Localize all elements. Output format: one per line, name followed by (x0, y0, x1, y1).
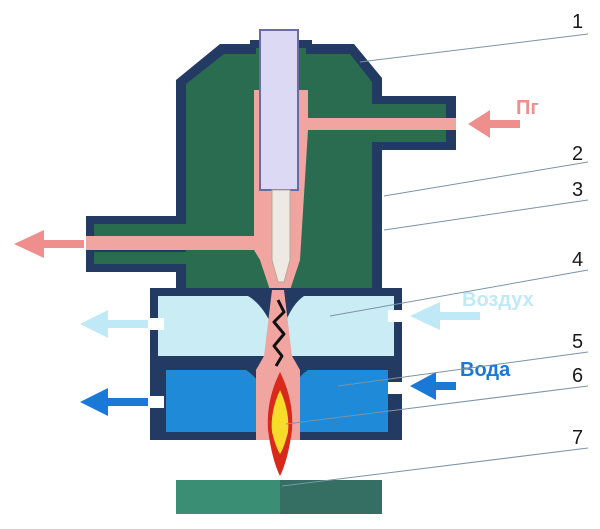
water-outlet-arrow (80, 388, 148, 416)
leader-4 (329, 269, 589, 317)
torch-housing-fill (186, 48, 446, 288)
electrode-tip (271, 189, 291, 283)
callout-7: 7 (572, 427, 583, 449)
plasma-gas-label: Пг (516, 97, 539, 119)
callout-4: 4 (572, 249, 583, 271)
leader-1 (359, 33, 589, 63)
callout-1: 1 (572, 11, 583, 33)
water-label: Вода (460, 359, 511, 381)
torch-body (86, 29, 456, 476)
electric-arc (272, 299, 286, 367)
water-port-left (150, 396, 164, 408)
callout-5: 5 (572, 331, 583, 353)
water-inlet-arrow (410, 372, 456, 400)
air-chamber-right (284, 296, 394, 356)
callout-2: 2 (572, 143, 583, 165)
water-chamber-right (286, 370, 388, 432)
callout-leaders (281, 33, 589, 487)
air-inlet-arrow (410, 302, 480, 330)
callout-6: 6 (572, 365, 583, 387)
water-chamber-left (166, 370, 270, 432)
exhaust-outlet-arrow (14, 230, 84, 258)
electrode (259, 29, 299, 191)
plasma-flame-core (271, 390, 289, 454)
leader-6 (285, 385, 589, 425)
callout-3: 3 (572, 179, 583, 201)
air-label: Воздух (462, 289, 534, 311)
workpiece-shade (280, 480, 382, 514)
leader-2 (383, 161, 589, 197)
air-port-left (150, 318, 164, 330)
air-outlet-arrow (80, 310, 148, 338)
water-port-right (388, 382, 402, 394)
leader-7 (281, 447, 589, 487)
air-chamber-left (158, 296, 272, 356)
exhaust-block-fill (94, 224, 190, 264)
leader-5 (337, 351, 589, 387)
plasma-gas-inlet-arrow (468, 110, 520, 138)
leader-3 (383, 199, 589, 231)
air-port-right (388, 310, 402, 322)
